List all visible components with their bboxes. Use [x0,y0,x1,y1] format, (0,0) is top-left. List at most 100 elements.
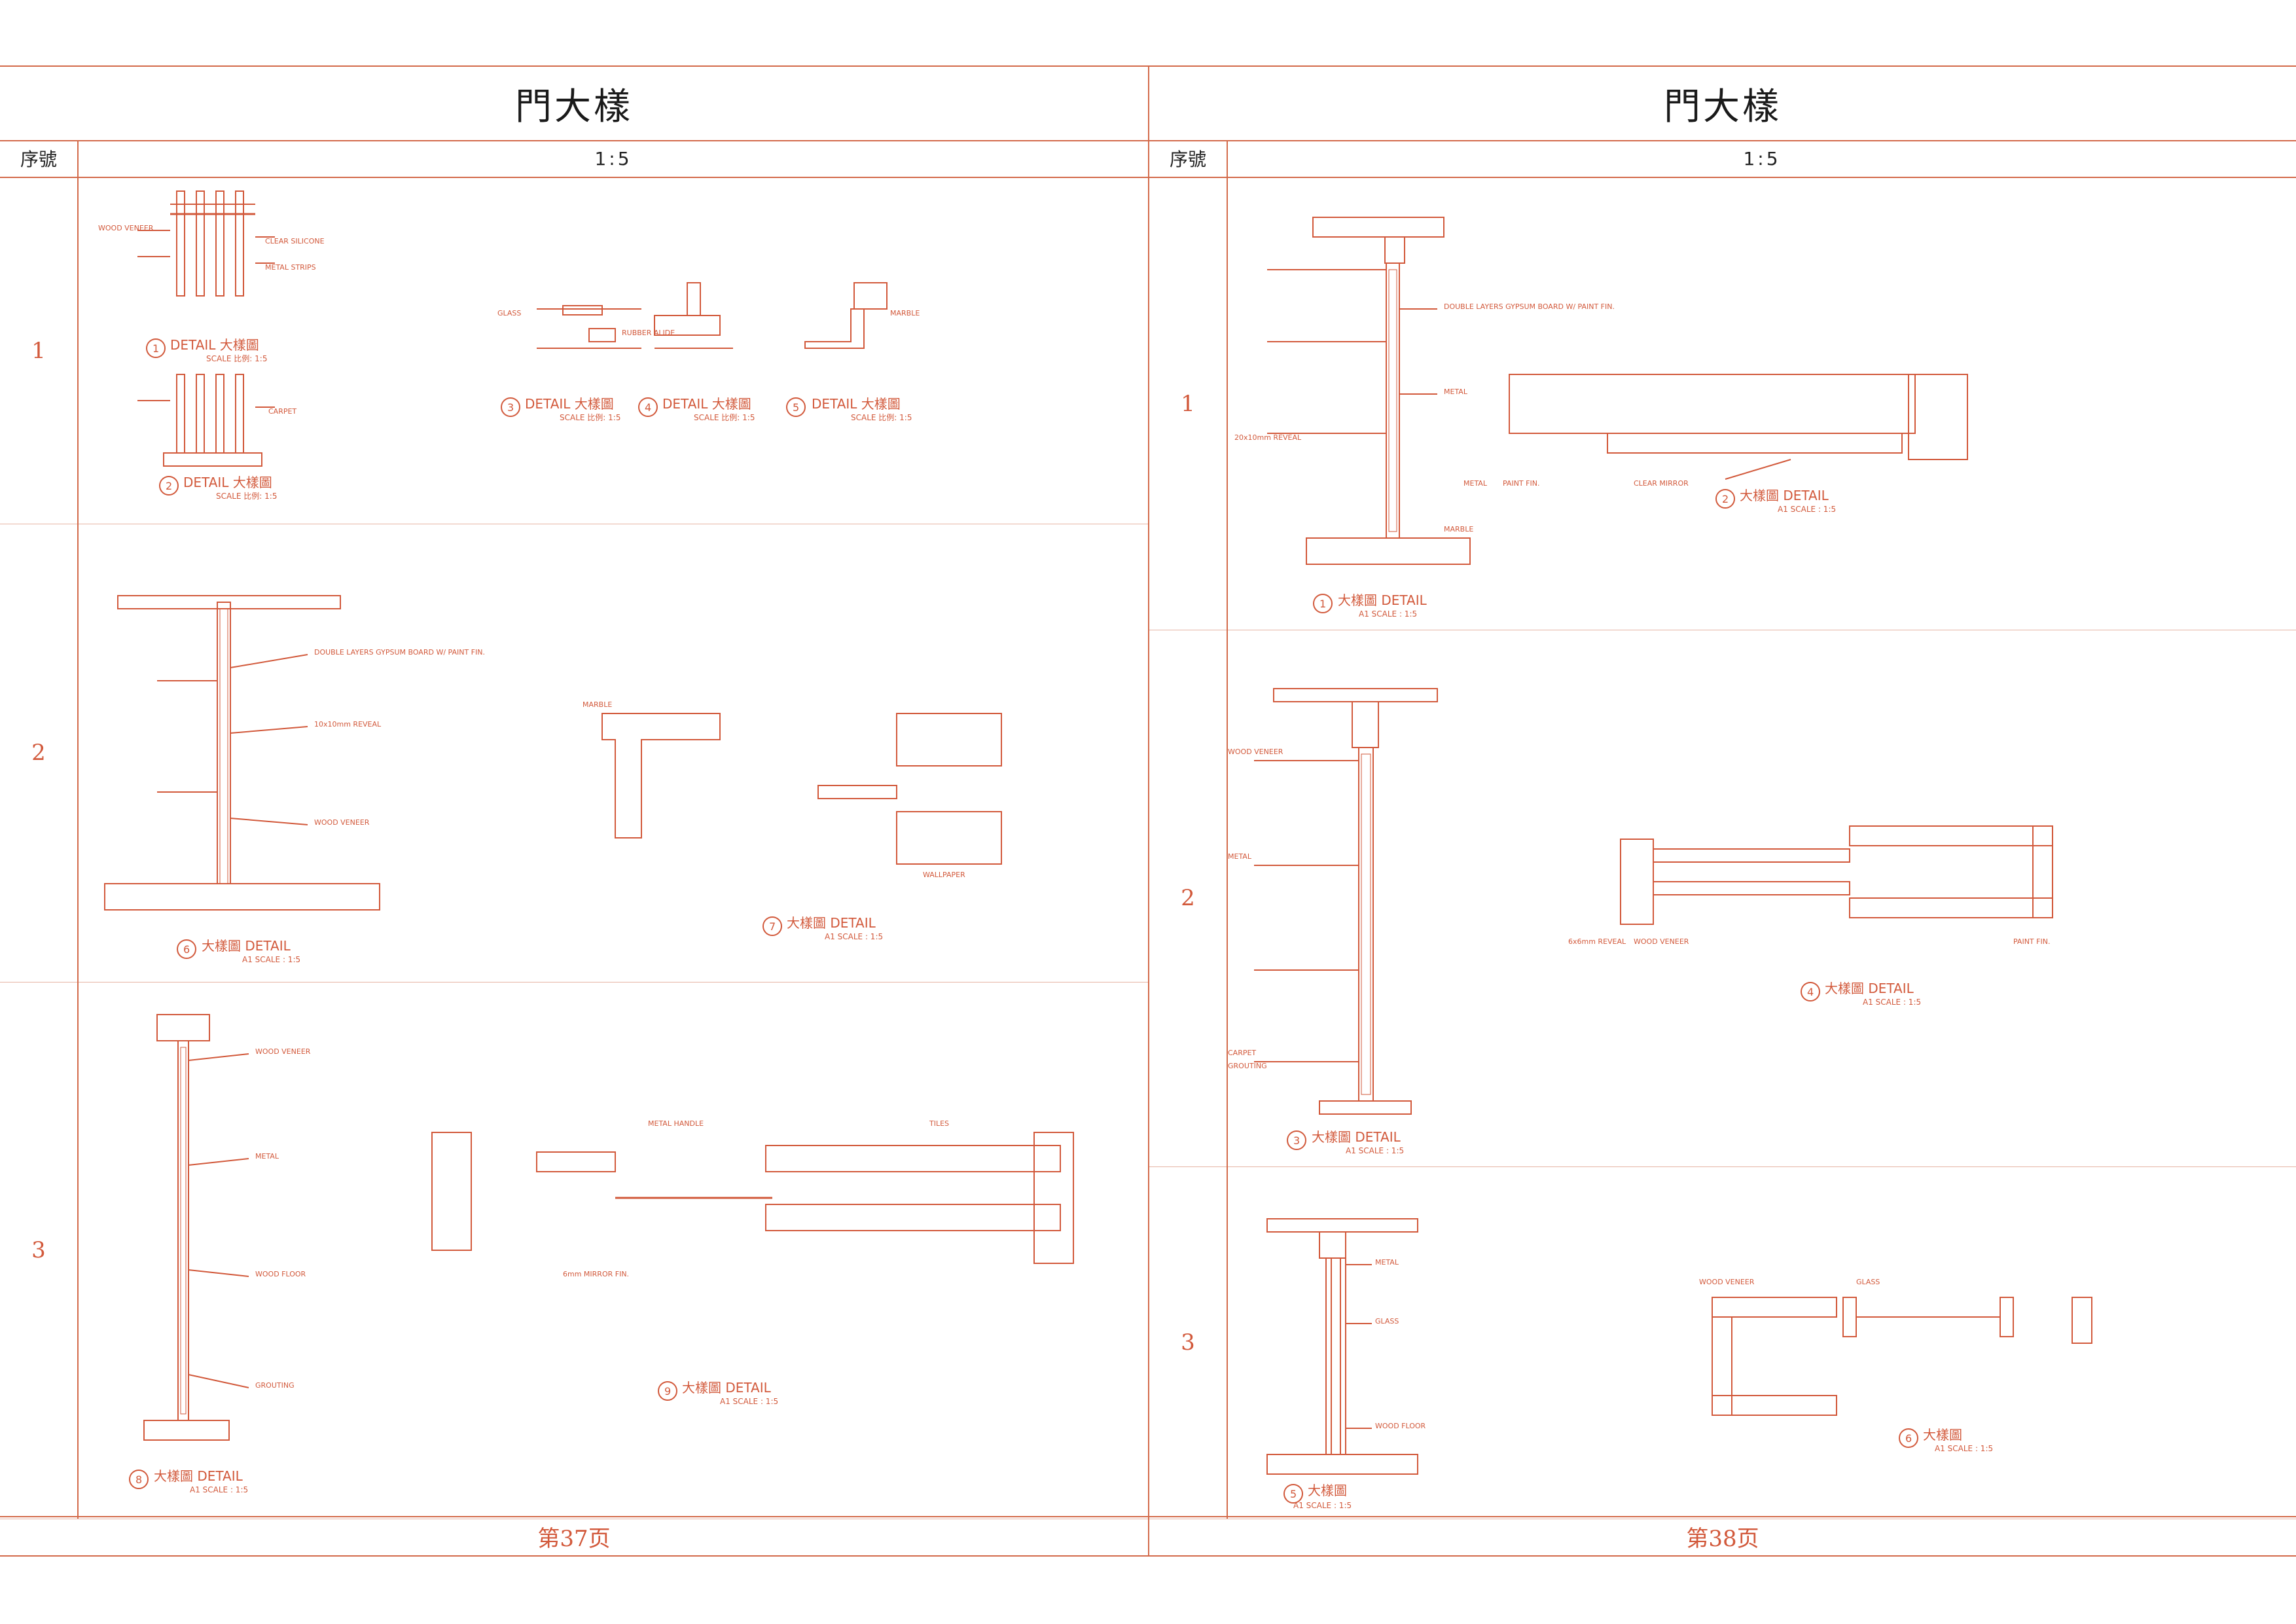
detail-5-title: DETAIL 大樣圖 [812,396,901,412]
detail-9-marker [658,1381,677,1401]
detail-r4-drawing [1620,825,2053,925]
label-wood-veneer: WOOD VENEER [98,224,154,232]
label-paint-r: PAINT FIN. [1503,479,1539,488]
detail-7-number: 7 [769,920,776,933]
label-wood-veneer-r2: WOOD VENEER [1634,937,1689,946]
detail-7-marker [762,916,782,936]
detail-r6-number: 6 [1905,1432,1912,1445]
detail-7-drawing [601,713,1002,865]
title-row: 門大樣 [1149,67,2296,141]
detail-8-marker [129,1470,149,1489]
detail-r5-number: 5 [1290,1488,1297,1500]
detail-1-title: DETAIL 大樣圖 [170,337,259,353]
detail-r4-scale: A1 SCALE : 1:5 [1863,998,1921,1007]
detail-r2-title: 大樣圖 DETAIL [1740,488,1829,503]
row-3-drawings: WOOD VENEER METAL WOOD FLOOR GROUTING 8 … [129,1014,1074,1494]
detail-r5-drawing [1266,1218,1418,1475]
row-number: 2 [1149,630,1228,1166]
detail-r2-drawing [1509,374,1968,480]
row-2-drawings: WOOD VENEER METAL CARPET GROUTING 3 大樣圖 … [1228,688,2053,1155]
label-reveal: 10x10mm REVEAL [314,720,382,729]
detail-r4-title: 大樣圖 DETAIL [1825,981,1914,996]
detail-3-number: 3 [507,401,514,414]
label-metal: METAL [255,1152,279,1161]
row-number: 1 [0,178,79,524]
table-row: 2 WOOD [1149,630,2296,1167]
label-tiles: TILES [929,1119,949,1128]
label-carpet: CARPET [268,407,296,416]
detail-5-marker [786,397,806,417]
detail-5-number: 5 [793,401,799,414]
row-cell: WOOD VENEER METAL WOOD FLOOR GROUTING 8 … [79,982,1148,1519]
label-grouting: GROUTING [255,1381,295,1390]
detail-r1-scale: A1 SCALE : 1:5 [1359,609,1417,619]
detail-1-drawing [137,190,275,297]
detail-3-title: DETAIL 大樣圖 [525,396,614,412]
row-number: 3 [1149,1166,1228,1519]
label-metal-handle: METAL HANDLE [648,1119,704,1128]
scale-header: 1:5 [1743,147,1781,170]
label-metal-r2: METAL [1463,479,1488,488]
detail-8-scale: A1 SCALE : 1:5 [190,1485,248,1494]
detail-6-drawing [104,595,380,911]
detail-2-scale: SCALE 比例: 1:5 [216,492,277,501]
detail-2-number: 2 [166,480,172,492]
detail-r3-drawing [1254,688,1438,1115]
detail-rows: 1 [0,178,1148,1519]
label-clear-silicone: CLEAR SILICONE [265,237,325,245]
label-gypsum-r: DOUBLE LAYERS GYPSUM BOARD W/ PAINT FIN. [1444,302,1615,311]
detail-8-number: 8 [135,1473,142,1486]
detail-r6-marker [1899,1428,1918,1448]
label-metal-r: METAL [1444,388,1468,396]
row-cell: WOOD VENEER METAL CARPET GROUTING 3 大樣圖 … [1228,630,2296,1166]
page-footer: 第38页 [1149,1516,2296,1555]
detail-r3-title: 大樣圖 DETAIL [1312,1129,1401,1145]
header-row: 序號 1:5 [1149,140,2296,178]
row-1-drawings: WOOD VENEER CLEAR SILICONE METAL STRIPS … [98,190,920,501]
title-row: 門大樣 [0,67,1148,141]
detail-9-scale: A1 SCALE : 1:5 [720,1397,778,1406]
detail-6-scale: A1 SCALE : 1:5 [242,955,300,964]
detail-9-number: 9 [664,1385,671,1398]
detail-r4-number: 4 [1807,986,1814,998]
label-gypsum: DOUBLE LAYERS GYPSUM BOARD W/ PAINT FIN. [314,648,485,657]
label-reveal6: 6x6mm REVEAL [1568,937,1626,946]
label-glass-r2: GLASS [1856,1278,1880,1286]
table-row: 3 WOOD VENEER [0,982,1148,1519]
row-2-drawings: DOUBLE LAYERS GYPSUM BOARD W/ PAINT FIN.… [104,595,1002,964]
page-title: 門大樣 [515,85,633,128]
detail-1-marker [146,338,166,358]
detail-2-marker [159,476,179,496]
detail-2-drawing [137,374,275,467]
label-glass-r: GLASS [1375,1317,1399,1326]
label-wood-veneer-r: WOOD VENEER [1228,748,1283,756]
page-title: 門大樣 [1664,85,1782,128]
detail-3-drawing [537,305,641,349]
row-cell: WOOD VENEER CLEAR SILICONE METAL STRIPS … [79,178,1148,524]
detail-r5-scale: A1 SCALE : 1:5 [1293,1501,1352,1510]
label-wood-veneer-3: WOOD VENEER [255,1047,311,1056]
label-grouting-r: GROUTING [1228,1062,1267,1070]
page-38: 門大樣 序號 1:5 1 [1148,65,2296,1557]
detail-6-number: 6 [183,943,190,956]
row-cell: DOUBLE LAYERS GYPSUM BOARD W/ PAINT FIN.… [1228,178,2296,630]
detail-1-number: 1 [152,342,159,355]
row-number: 2 [0,524,79,982]
label-wood-veneer-r3: WOOD VENEER [1699,1278,1755,1286]
detail-8-drawing [143,1014,249,1441]
scale-header: 1:5 [594,147,632,170]
detail-4-drawing [654,282,733,349]
label-marble-r: MARBLE [1444,525,1473,533]
detail-6-title: 大樣圖 DETAIL [202,938,291,954]
detail-r3-scale: A1 SCALE : 1:5 [1346,1146,1404,1155]
detail-r6-title: 大樣圖 [1923,1427,1962,1443]
detail-r5-title: 大樣圖 [1308,1483,1347,1498]
table-row: 1 [1149,178,2296,630]
table-row: 3 METAL GL [1149,1166,2296,1519]
detail-r1-drawing [1267,217,1471,565]
detail-r6-drawing [1712,1297,2092,1416]
detail-r4-marker [1801,982,1820,1001]
detail-r1-title: 大樣圖 DETAIL [1338,592,1427,608]
row-1-drawings: DOUBLE LAYERS GYPSUM BOARD W/ PAINT FIN.… [1234,217,1968,619]
